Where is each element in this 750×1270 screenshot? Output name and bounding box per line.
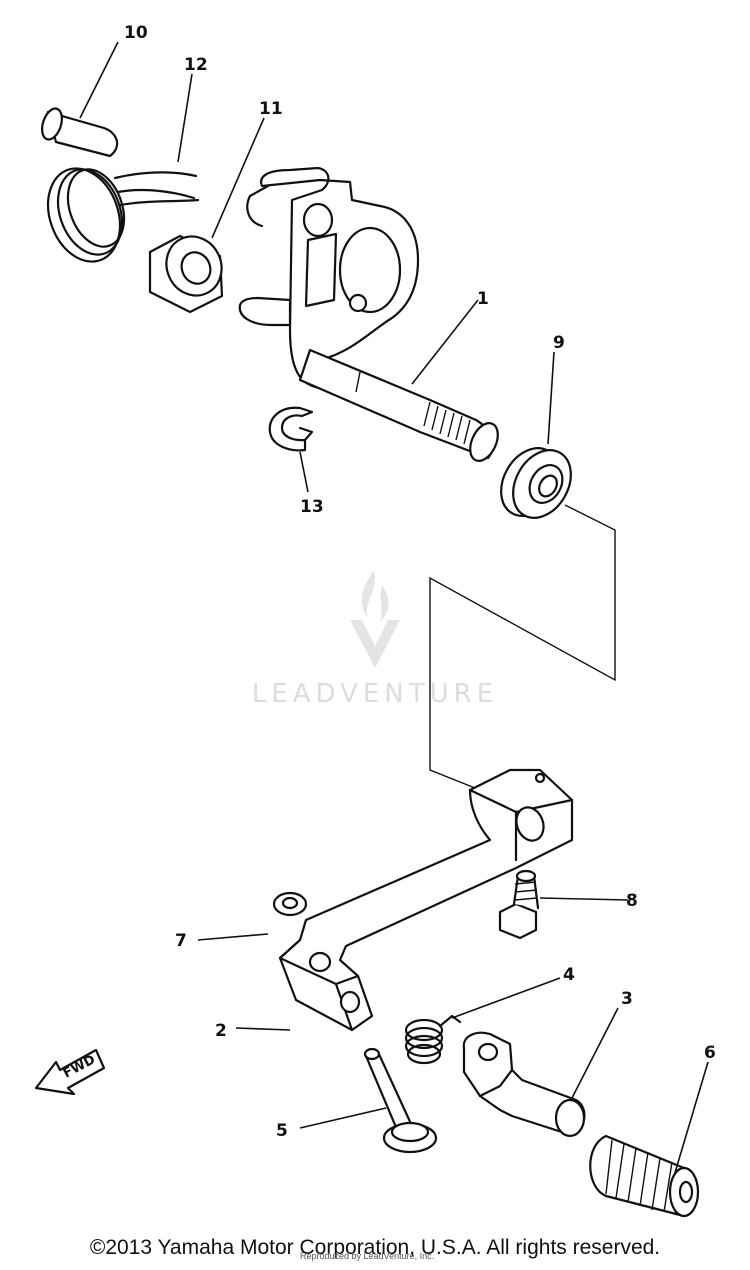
reproduction-credit: Reproduced by LeadVenture, Inc. <box>300 1251 435 1261</box>
part-9-oil-seal <box>500 447 572 519</box>
part-5-pivot-bolt <box>363 1047 438 1154</box>
watermark: LEADVENTURE <box>252 570 498 709</box>
part-11-collar <box>148 234 224 314</box>
fwd-direction-arrow: FWD <box>34 1048 106 1096</box>
part-7-washer <box>272 891 308 917</box>
label-part-4: 4 <box>563 965 575 985</box>
label-part-6: 6 <box>704 1043 716 1063</box>
part-6-rubber-peg <box>589 1134 700 1218</box>
label-part-8: 8 <box>626 891 638 911</box>
label-part-12: 12 <box>184 55 208 75</box>
part-12-spring <box>46 167 200 263</box>
label-part-7: 7 <box>175 931 187 951</box>
label-part-9: 9 <box>553 333 565 353</box>
part-8-bolt <box>498 869 540 940</box>
part-number-labels: 10 12 11 1 9 13 7 8 4 2 3 6 5 <box>124 23 716 1141</box>
assembly-alignment-lines <box>429 504 616 791</box>
leadventure-logo-icon <box>350 570 400 668</box>
watermark-text: LEADVENTURE <box>252 679 498 709</box>
part-3-pedal-arm <box>462 1031 586 1138</box>
label-part-13: 13 <box>300 497 324 517</box>
label-part-11: 11 <box>259 99 283 119</box>
part-4-spring <box>404 1014 462 1065</box>
part-2-shift-pedal <box>278 768 574 1032</box>
part-10-pin <box>41 107 119 158</box>
part-1-shift-shaft <box>238 166 499 462</box>
label-part-3: 3 <box>621 989 633 1009</box>
label-part-1: 1 <box>477 289 489 309</box>
label-part-2: 2 <box>215 1021 227 1041</box>
label-part-10: 10 <box>124 23 148 43</box>
part-13-circlip <box>268 406 314 452</box>
leader-lines <box>79 41 709 1177</box>
label-part-5: 5 <box>276 1121 288 1141</box>
copyright-notice: ©2013 Yamaha Motor Corporation, U.S.A. A… <box>89 1236 661 1259</box>
